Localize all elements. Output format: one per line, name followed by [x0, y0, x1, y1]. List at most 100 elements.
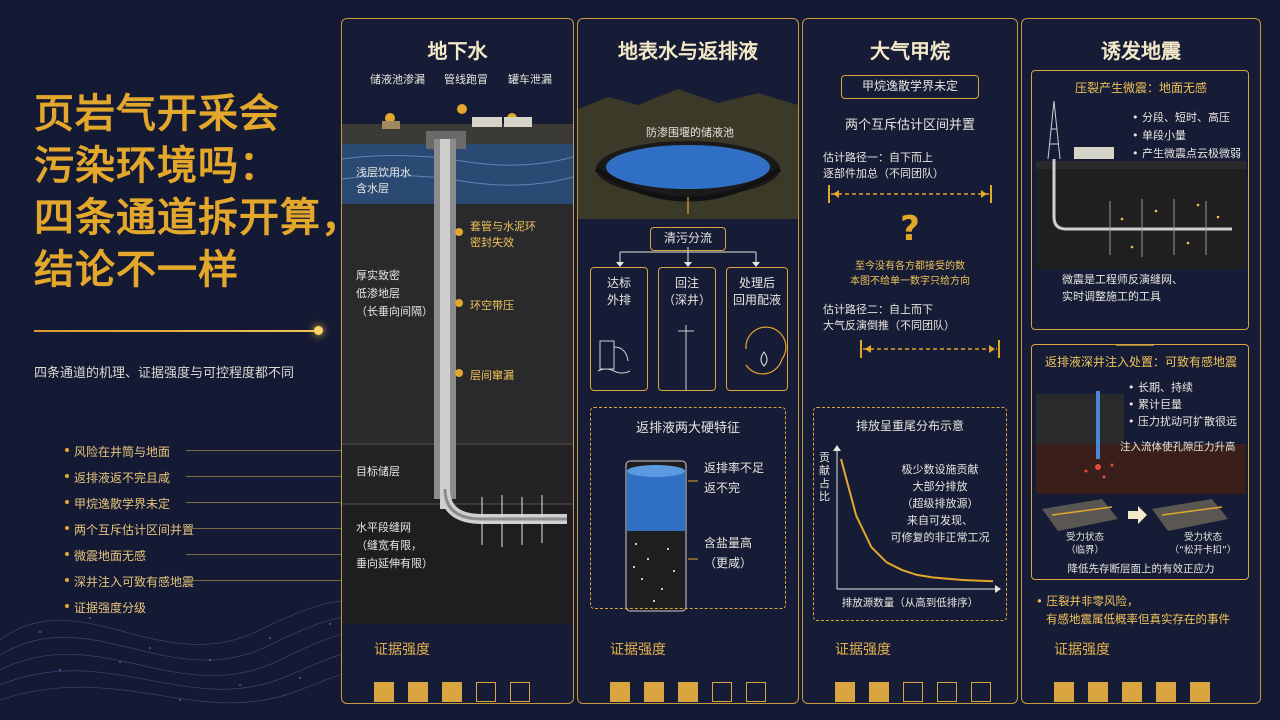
feature-2: 含盐量高	[704, 536, 753, 550]
evidence-box-empty	[712, 682, 732, 702]
microseismic-title: 压裂产生微震：地面无感	[1074, 81, 1207, 95]
box1-caption-1: 微震是工程师反演缝网、	[1062, 273, 1183, 286]
bullet-icon	[65, 604, 69, 608]
box1-caption-2: 实时调整施工的工具	[1062, 290, 1161, 303]
leader-line	[186, 554, 416, 555]
label-aquifer: 含水层	[356, 182, 389, 195]
evidence-box-empty	[510, 682, 530, 702]
well-cross-section	[342, 104, 573, 624]
panel-title: 诱发地震	[1101, 39, 1181, 63]
legend-item: 甲烷逸散学界未定	[65, 490, 416, 516]
path1-line2: 逐部件加总（不同团队）	[823, 167, 944, 180]
sorting-label: 清污分流	[663, 231, 712, 245]
evidence-box-filled	[644, 682, 664, 702]
path1-line1: 估计路径一：自下而上	[823, 151, 933, 164]
feature-1-sub: 返不完	[704, 481, 741, 495]
evidence-box-filled	[374, 682, 394, 702]
evidence-box-filled	[1054, 682, 1074, 702]
label-pond: 防渗围堰的储液池	[646, 126, 734, 139]
title-line: 四条通道拆开算，	[34, 195, 362, 241]
distribution-note: 极少数设施贡献 大部分排放 （超级排放源） 来自可发现、 可修复的非正常工况	[890, 463, 990, 544]
label-casing: 套管与水泥环	[470, 220, 536, 233]
evidence-box-filled	[1122, 682, 1142, 702]
title-line: 污染环境吗：	[34, 143, 280, 189]
bullet-icon	[65, 448, 69, 452]
legend-item: 返排液返不完且咸	[65, 464, 416, 490]
evidence-rating	[835, 682, 991, 702]
panel-title: 地下水	[427, 39, 488, 63]
evidence-box-empty	[903, 682, 923, 702]
subtitle: 四条通道的机理、证据强度与可控程度都不同	[34, 366, 295, 381]
option-reuse: 处理后 回用配液	[726, 267, 788, 391]
title-divider	[34, 330, 318, 332]
evidence-rating	[374, 682, 530, 702]
path2-line1: 估计路径二：自上而下	[823, 303, 933, 316]
label-shallow-aquifer: 浅层饮用水	[356, 166, 411, 179]
leader-line	[186, 528, 416, 529]
box1-bullet: • 产生微震点云极微弱	[1132, 147, 1241, 160]
stress-critical: 受力状态 （临界）	[1065, 532, 1104, 556]
label-tight-layer: 厚实致密	[356, 269, 400, 282]
box1-bullet: • 分段、短时、高压	[1132, 111, 1230, 124]
label-lateral-2: （缝宽有限，	[356, 539, 422, 552]
question-mark: ?	[900, 209, 920, 249]
evidence-box-filled	[1156, 682, 1176, 702]
panel-title: 地表水与返排液	[618, 39, 758, 63]
distribution-title: 排放呈重尾分布示意	[855, 419, 964, 433]
footnote-2: 有感地震属低概率但真实存在的事件	[1046, 612, 1230, 626]
microseismic-illustration	[1036, 100, 1246, 531]
injection-caption: 降低先存断层面上的有效正应力	[1067, 563, 1215, 575]
injection-title: 返排液深井注入处置：可致有感地震	[1044, 355, 1237, 369]
label-low-perm: 低渗地层	[356, 287, 400, 300]
label-vertical-gap: （长垂向间隔）	[356, 305, 433, 318]
path2-line2: 大气反演倒推（不同团队）	[823, 319, 955, 332]
box2-bullet: • 压力扰动可扩散很远	[1128, 415, 1237, 428]
methane-headline: 两个互斥估计区间并置	[844, 118, 975, 133]
label-target-reservoir: 目标储层	[356, 465, 400, 478]
distribution-ylabel: 贡 献 占 比	[819, 451, 830, 503]
evidence-label: 证据强度	[374, 642, 430, 658]
evidence-box-filled	[1088, 682, 1108, 702]
evidence-box-filled	[678, 682, 698, 702]
pond-illustration	[578, 89, 798, 612]
label-annular-pressure: 环空带压	[470, 299, 514, 312]
label-interlayer-leak: 层间窜漏	[470, 369, 514, 382]
label-lateral: 水平段缝网	[356, 521, 411, 534]
label-storage-leak: 储液池渗漏	[370, 73, 425, 86]
legend-item: 证据强度分级	[65, 594, 194, 620]
legend-item: 两个互斥估计区间并置	[65, 516, 416, 542]
range-bars	[828, 185, 1000, 358]
panel-methane: 大气甲烷 甲烷逸散学界未定 两个互斥估计区间并置 估计路径一：自下而上 逐部件加…	[802, 18, 1018, 704]
distribution-chart	[833, 445, 1001, 593]
leader-line	[186, 502, 416, 503]
bullet-icon	[65, 552, 69, 556]
title-line: 结论不一样	[34, 247, 239, 293]
main-title: 页岩气开采会 污染环境吗： 四条通道拆开算， 结论不一样	[34, 88, 362, 296]
box1-bullet: • 单段小量	[1132, 129, 1186, 142]
panel-title: 大气甲烷	[870, 39, 950, 63]
bullet-icon	[65, 474, 69, 478]
evidence-label: 证据强度	[610, 642, 666, 658]
evidence-box-filled	[835, 682, 855, 702]
evidence-box-empty	[746, 682, 766, 702]
label-truck-leak: 罐车泄漏	[508, 73, 552, 86]
panel-groundwater: 地下水 储液池渗漏 管线跑冒 罐车泄漏 浅层饮用水 含水层 厚实致密 低渗地层 …	[341, 18, 574, 704]
leader-line	[186, 476, 416, 477]
distribution-curve	[840, 458, 994, 583]
label-lateral-3: 垂向延伸有限）	[356, 557, 433, 570]
evidence-box-filled	[869, 682, 889, 702]
option-discharge: 达标 外排	[590, 267, 648, 391]
evidence-box-empty	[937, 682, 957, 702]
evidence-box-filled	[442, 682, 462, 702]
injection-box	[1031, 344, 1249, 580]
methane-tag: 甲烷逸散学界未定	[841, 75, 979, 99]
evidence-box-filled	[1190, 682, 1210, 702]
evidence-box-empty	[971, 682, 991, 702]
label-casing-seal: 密封失效	[470, 236, 514, 249]
footnote-1: • 压裂并非零风险，	[1036, 594, 1139, 608]
bullet-icon	[65, 578, 69, 582]
feature-2-sub: （更咸）	[704, 556, 753, 570]
legend-item: 深井注入可致有感地震	[65, 568, 416, 594]
legend-item: 风险在井筒与地面	[65, 438, 416, 464]
note-line2: 本图不给单一数字只给方向	[850, 276, 970, 287]
